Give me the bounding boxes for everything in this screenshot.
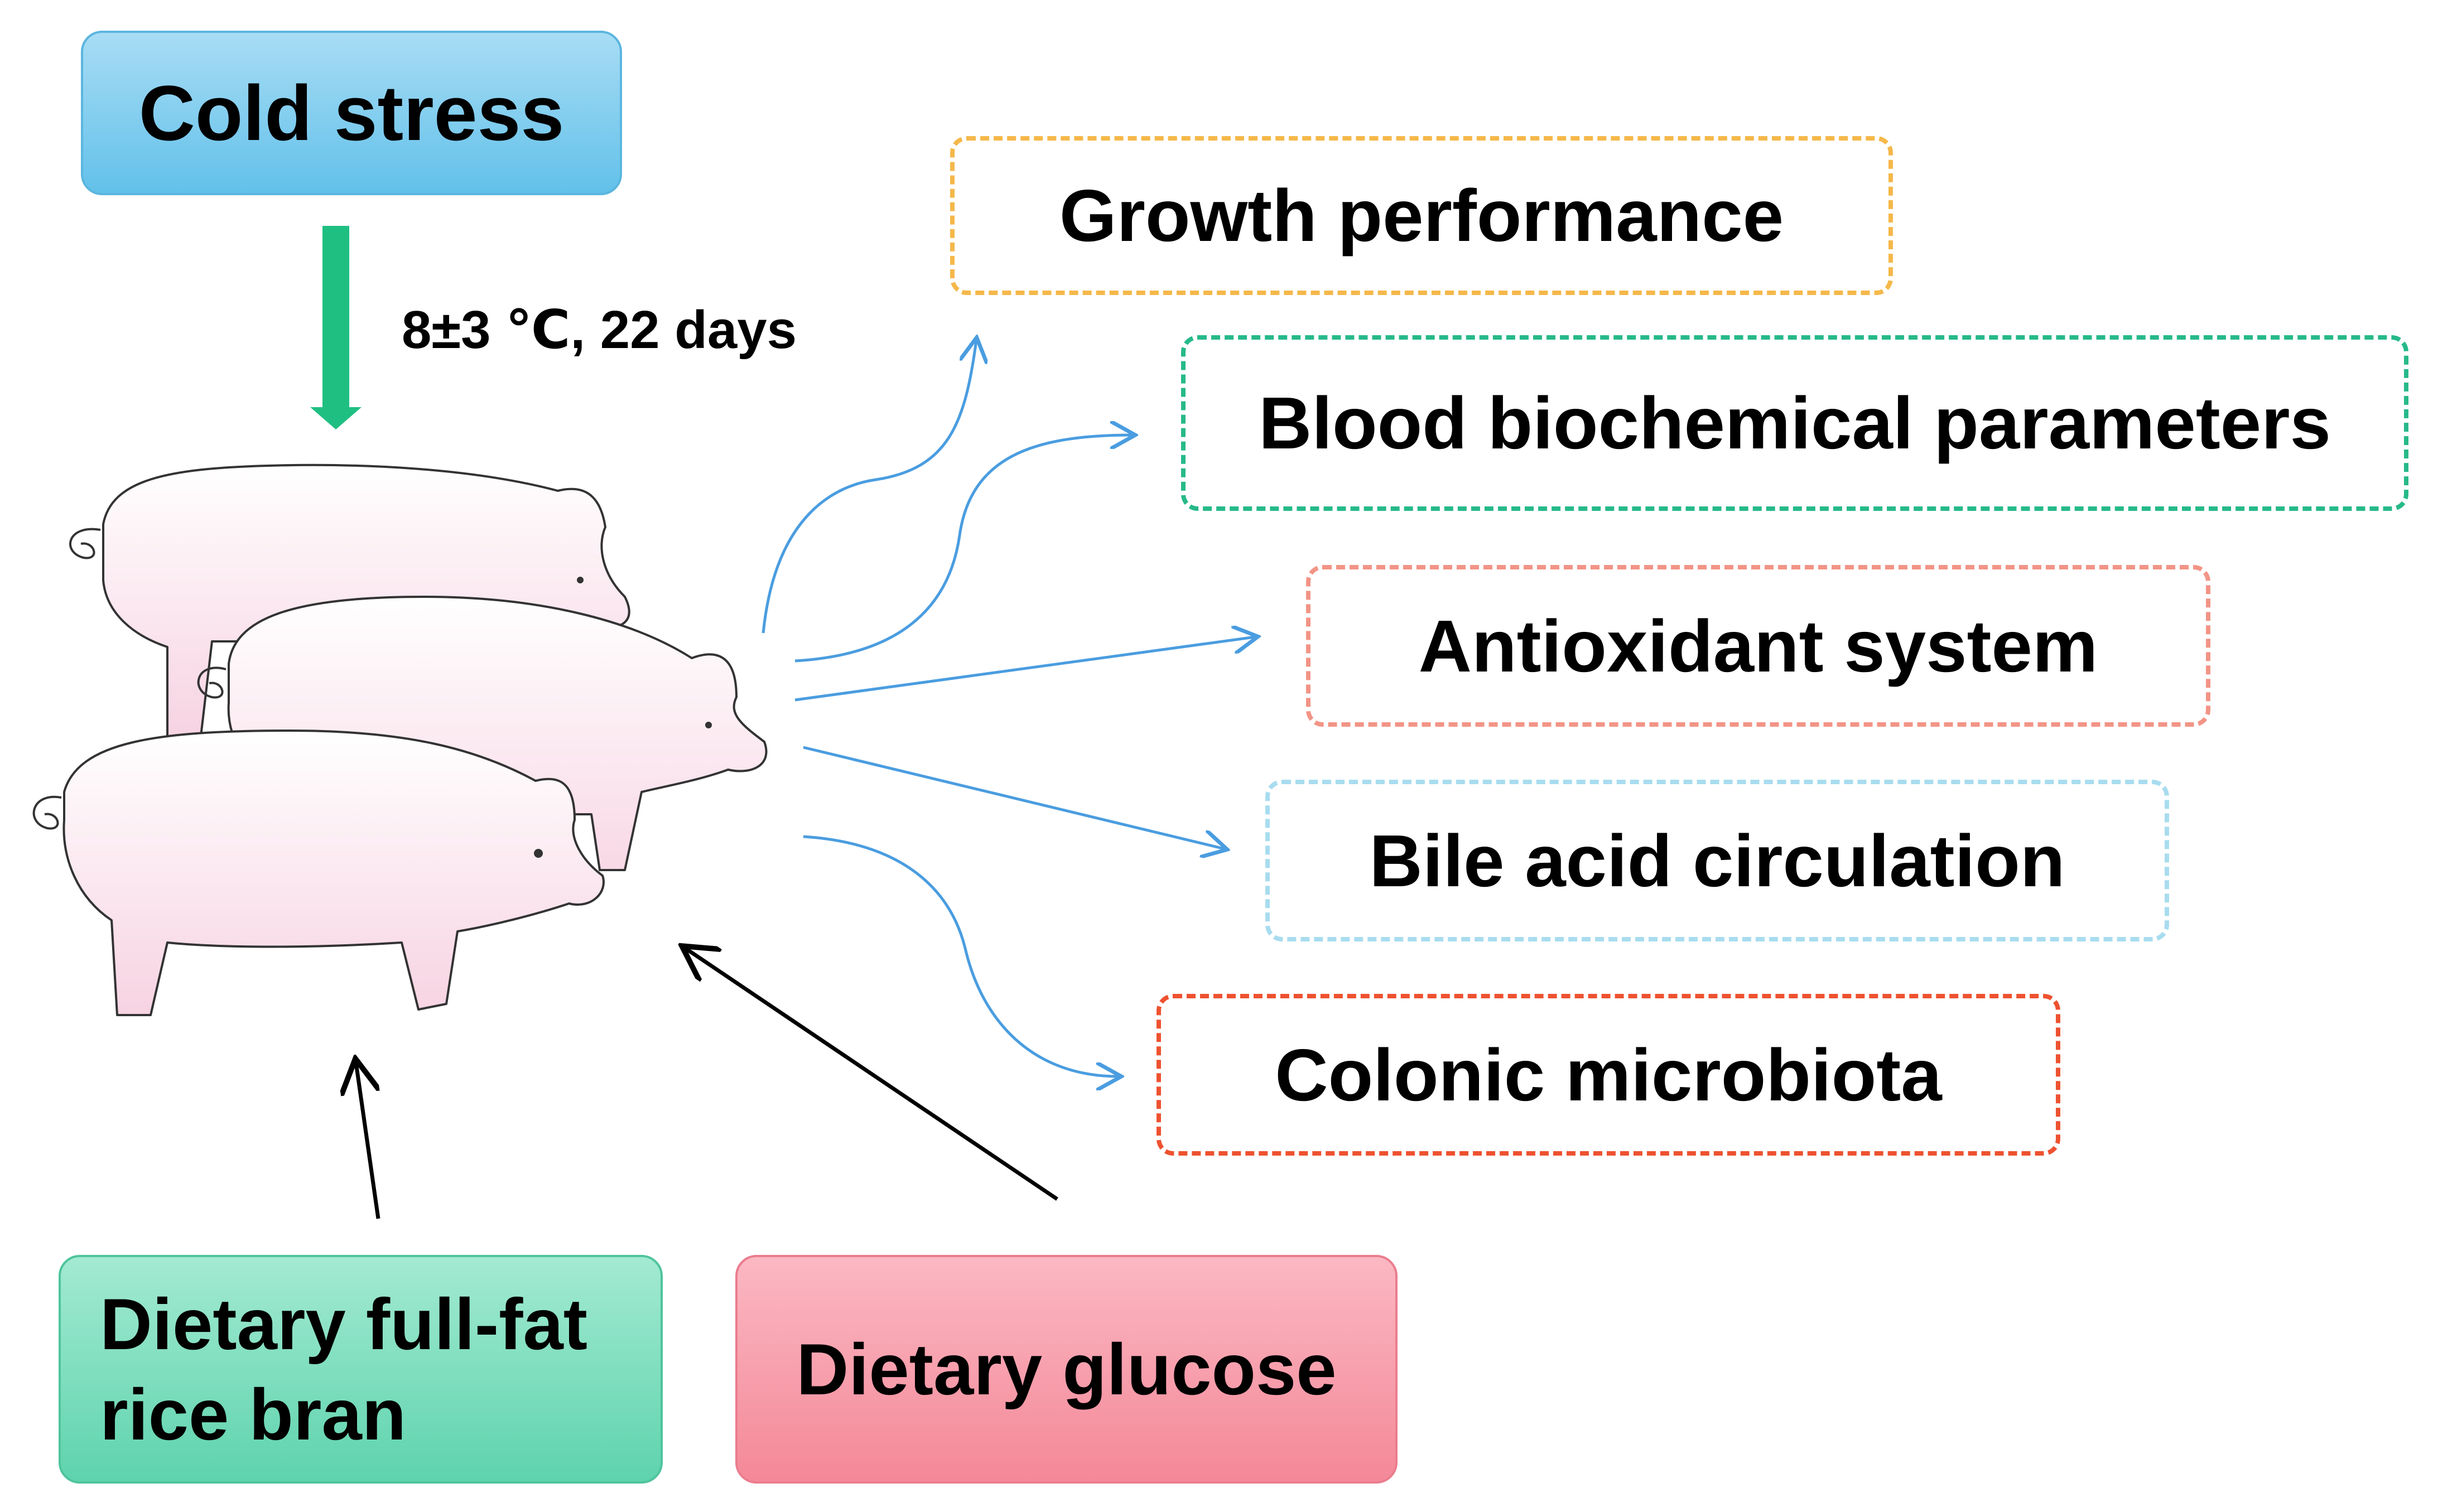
bile-acid-box: Bile acid circulation <box>1265 780 2169 941</box>
rice-bran-box: Dietary full-fat rice bran <box>59 1255 663 1484</box>
cold-stress-label: Cold stress <box>138 69 565 157</box>
arrow-from-glucose <box>685 948 1058 1201</box>
colonic-microbiota-label: Colonic microbiota <box>1275 1033 1942 1116</box>
arrow-to-blood <box>794 435 1133 663</box>
antioxidant-system-box: Antioxidant system <box>1306 565 2210 727</box>
down-arrow-icon <box>310 226 362 429</box>
pig-front-icon <box>32 730 605 1016</box>
glucose-label: Dietary glucose <box>796 1329 1337 1410</box>
glucose-box: Dietary glucose <box>735 1255 1398 1484</box>
arrow-to-growth <box>762 340 976 634</box>
antioxidant-system-label: Antioxidant system <box>1418 605 2098 687</box>
bile-acid-label: Bile acid circulation <box>1369 819 2065 902</box>
growth-performance-label: Growth performance <box>1059 175 1784 257</box>
blood-biochemical-label: Blood biochemical parameters <box>1259 382 2331 464</box>
colonic-microbiota-box: Colonic microbiota <box>1157 994 2060 1156</box>
pig-illustration <box>32 463 768 1016</box>
outcome-arrows <box>762 340 1255 1076</box>
blood-biochemical-box: Blood biochemical parameters <box>1181 335 2408 511</box>
arrow-to-colonic <box>803 835 1119 1076</box>
cold-stress-box: Cold stress <box>81 31 622 195</box>
arrow-from-rice-bran <box>356 1062 380 1219</box>
rice-bran-label: Dietary full-fat rice bran <box>100 1283 588 1456</box>
temperature-duration-label: 8±3 ℃, 22 days <box>402 300 797 360</box>
growth-performance-box: Growth performance <box>950 136 1893 295</box>
arrow-to-bile <box>803 746 1225 849</box>
input-arrows <box>356 948 1058 1219</box>
arrow-to-antioxidant <box>794 637 1255 702</box>
